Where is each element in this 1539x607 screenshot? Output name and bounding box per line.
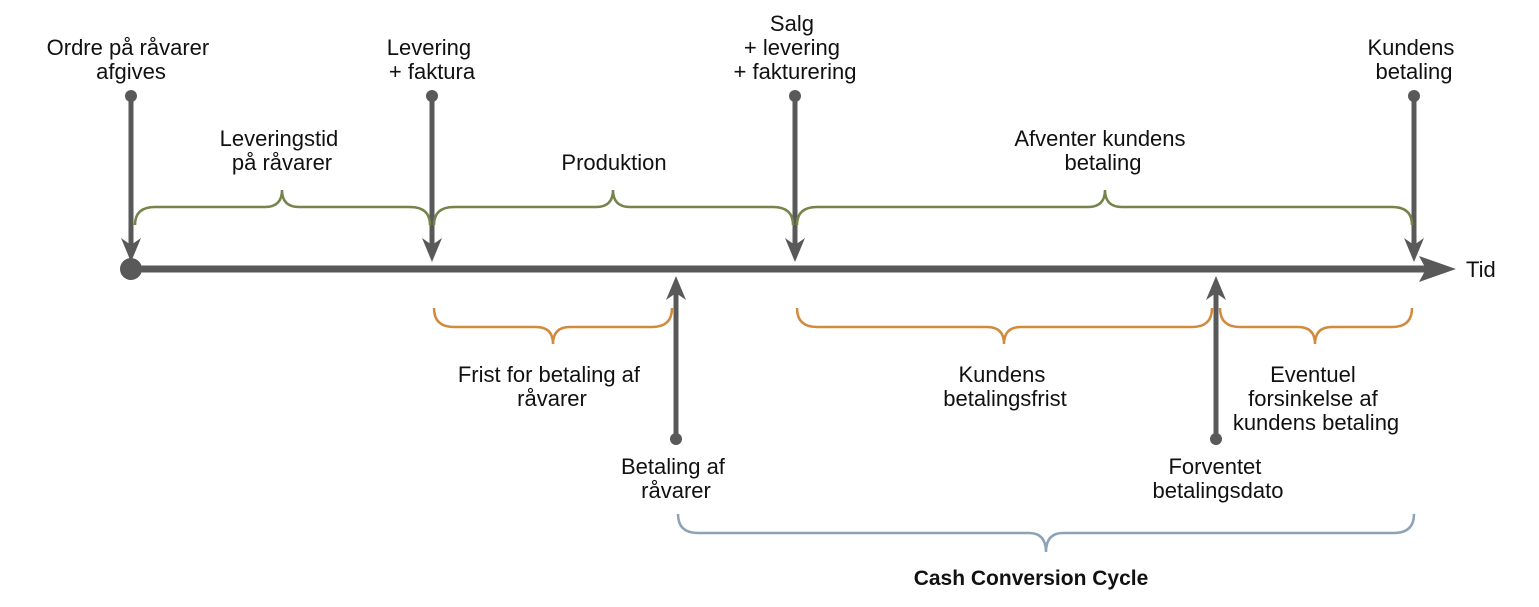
brace-kundens-betalingsfrist <box>795 307 1214 345</box>
event-label-forventet: Forventet betalingsdato <box>1153 454 1284 503</box>
period-label-kundens-betalingsfrist: Kundens betalingsfrist <box>943 362 1067 411</box>
brace-frist-betaling <box>432 307 674 345</box>
time-axis: Tid <box>120 256 1496 282</box>
event-label-levering: Levering + faktura <box>387 35 478 84</box>
brace-forsinkelse <box>1218 307 1414 345</box>
event-label-kundens-betaling: Kundens betaling <box>1368 35 1461 84</box>
event-label-betaling-raavarer: Betaling af råvarer <box>621 454 731 503</box>
brace-produktion <box>432 189 795 226</box>
period-label-leveringstid: Leveringstid på råvarer <box>220 126 345 175</box>
period-label-frist-betaling: Frist for betaling af råvarer <box>458 362 646 411</box>
event-arrow-ordre <box>121 90 141 262</box>
event-arrow-forventet <box>1206 276 1226 445</box>
event-label-ordre: Ordre på råvarer afgives <box>47 35 216 84</box>
event-arrow-betaling-raavarer <box>666 276 686 445</box>
brace-leveringstid <box>133 189 432 226</box>
brace-cash-conversion-cycle <box>676 513 1416 553</box>
period-label-forsinkelse: Eventuel forsinkelse af kundens betaling <box>1233 362 1399 435</box>
period-label-afventer: Afventer kundens betaling <box>1014 126 1191 175</box>
cash-conversion-cycle-label: Cash Conversion Cycle <box>914 567 1149 590</box>
event-arrow-salg <box>785 90 805 262</box>
brace-afventer <box>795 189 1414 226</box>
event-label-salg: Salg + levering + fakturering <box>734 11 857 84</box>
period-label-produktion: Produktion <box>561 150 666 175</box>
event-arrow-kundens-betaling <box>1404 90 1424 262</box>
event-arrow-levering <box>422 90 442 262</box>
timeline-arrowhead <box>1419 256 1456 282</box>
axis-label-tid: Tid <box>1466 257 1496 282</box>
